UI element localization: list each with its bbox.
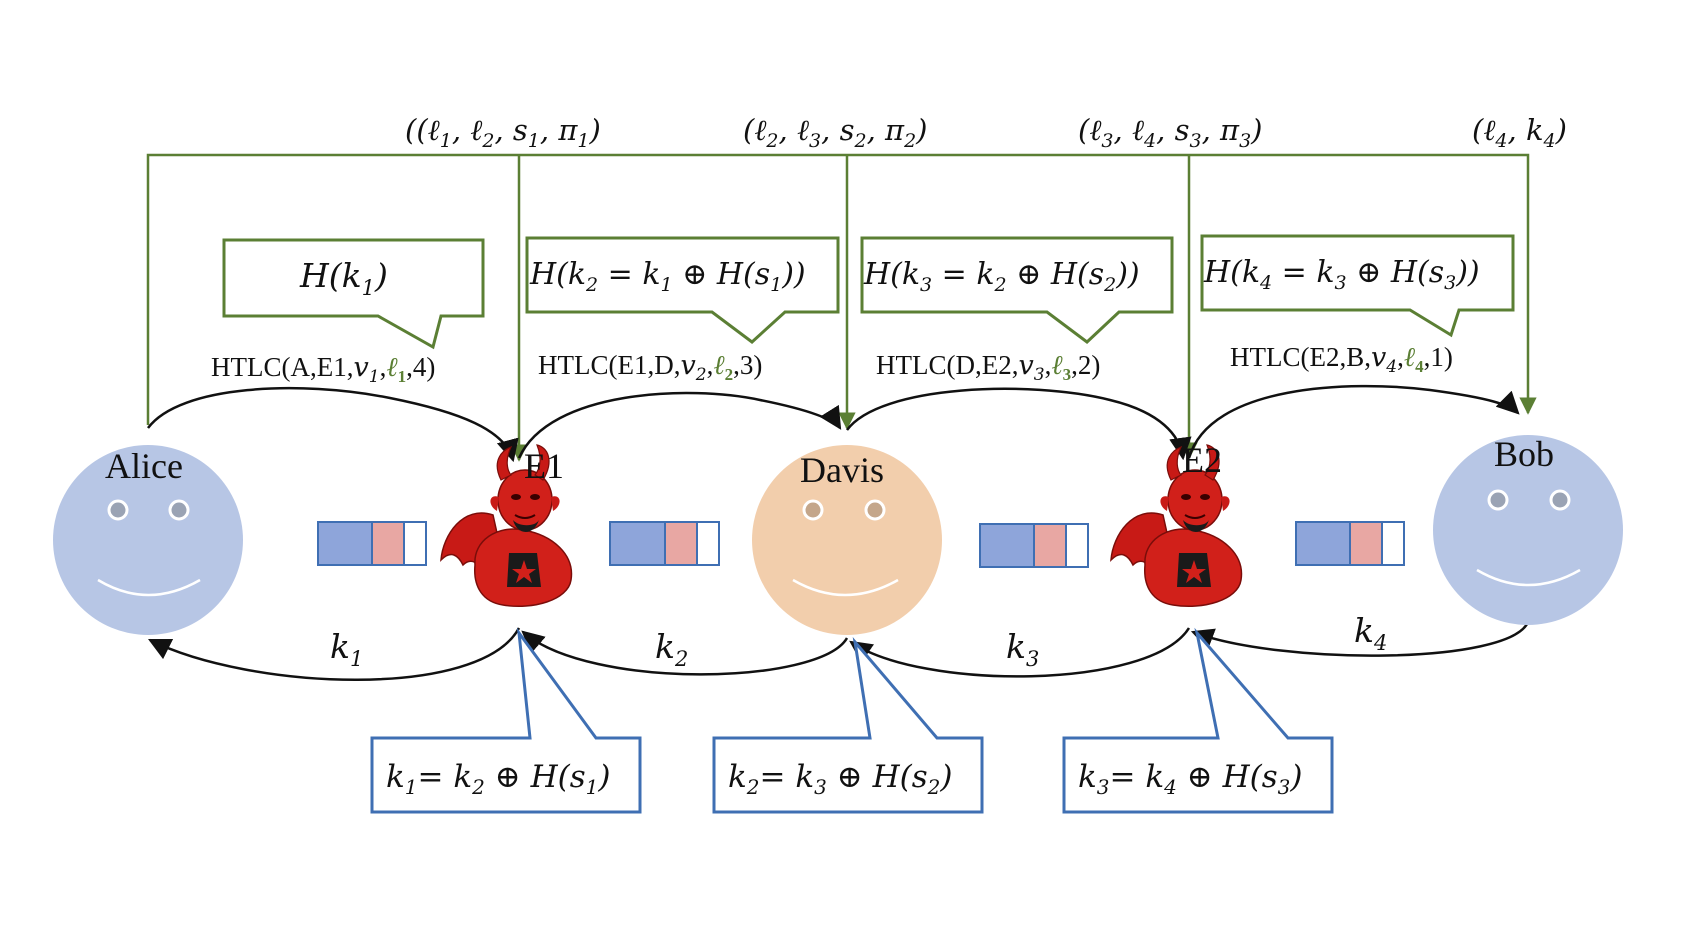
- hash-callout-2-text: H(k2 = k1 ⊕ H(s1)): [529, 257, 806, 296]
- label-davis: Davis: [800, 450, 884, 490]
- onion-message-4: (ℓ4, k4): [1472, 113, 1567, 152]
- green-line-alice-bob: [146, 153, 1537, 425]
- htlc-arc-e2-bob: [1187, 384, 1520, 459]
- label-e1: E1: [524, 446, 564, 486]
- bob-eye-left: [1487, 489, 1509, 511]
- alice-eye-right: [168, 499, 190, 521]
- label-alice: Alice: [105, 446, 183, 486]
- hash-callout-4-box: [1200, 234, 1515, 338]
- return-arc-e2-davis: [849, 627, 1191, 678]
- onion-message-3: (ℓ3, ℓ4, s3, π3): [1078, 113, 1262, 152]
- hash-callout-2-box: [525, 236, 840, 344]
- node-alice: [53, 445, 243, 635]
- return-key-3: k3: [1006, 627, 1039, 671]
- return-arc-davis-e1: [521, 630, 849, 676]
- htlc-arc-alice-e1: [146, 386, 519, 463]
- hash-callout-3-box: [860, 236, 1174, 344]
- key-callout-2-text: k2= k3 ⊕ H(s2): [728, 759, 952, 799]
- hash-callout-1-text: H(k1): [299, 256, 388, 300]
- return-arc-bob-e2: [1190, 621, 1530, 657]
- channel-bar-alice-e1: [317, 521, 427, 566]
- alice-face: [53, 445, 243, 635]
- channel-bar-davis-e2: [979, 523, 1089, 568]
- htlc-label-2: HTLC(E1,D,v2,ℓ2,3): [538, 350, 762, 385]
- label-bob: Bob: [1494, 434, 1554, 474]
- hash-callouts: [222, 234, 1515, 350]
- htlc-arc-davis-e2: [845, 387, 1192, 461]
- davis-eye-right: [864, 499, 886, 521]
- return-key-1: k1: [330, 627, 363, 671]
- htlc-arc-e1-davis: [517, 391, 842, 459]
- key-callout-1-text: k1= k2 ⊕ H(s1): [386, 759, 610, 799]
- return-arc-e1-alice: [147, 627, 521, 681]
- node-davis: [752, 445, 942, 635]
- key-callout-3-box: [1062, 627, 1334, 814]
- key-return-arcs: [147, 621, 1530, 681]
- davis-smile: [792, 578, 899, 597]
- channel-bars: [317, 521, 1405, 568]
- green-forward-onion-routing: [146, 153, 1537, 462]
- alice-eye-left: [107, 499, 129, 521]
- return-key-4: k4: [1354, 611, 1387, 655]
- bob-smile: [1476, 568, 1581, 587]
- channel-bar-e2-bob: [1295, 521, 1405, 566]
- hash-callout-3-text: H(k3 = k2 ⊕ H(s2)): [863, 257, 1140, 296]
- hash-callout-1-box: [222, 238, 485, 350]
- key-callouts: [370, 627, 1334, 814]
- label-e2: E2: [1182, 440, 1222, 480]
- htlc-label-3: HTLC(D,E2,v3,ℓ3,2): [876, 350, 1100, 385]
- return-key-2: k2: [655, 627, 688, 671]
- key-callout-3-text: k3= k4 ⊕ H(s3): [1078, 759, 1302, 799]
- key-callout-1-box: [370, 627, 642, 814]
- bob-eye-right: [1549, 489, 1571, 511]
- htlc-forward-arcs: [146, 384, 1520, 463]
- hash-callout-4-text: H(k4 = k3 ⊕ H(s3)): [1203, 255, 1480, 294]
- alice-smile: [97, 578, 201, 597]
- htlc-label-4: HTLC(E2,B,v4,ℓ4,1): [1230, 342, 1453, 377]
- channel-bar-e1-davis: [609, 521, 720, 566]
- key-callout-2-box: [712, 636, 984, 814]
- davis-face: [752, 445, 942, 635]
- onion-message-1: ((ℓ1, ℓ2, s1, π1): [405, 113, 601, 152]
- onion-message-2: (ℓ2, ℓ3, s2, π2): [743, 113, 927, 152]
- node-bob: [1433, 435, 1623, 625]
- bob-face: [1433, 435, 1623, 625]
- htlc-label-1: HTLC(A,E1,v1,ℓ1,4): [211, 352, 435, 387]
- davis-eye-left: [802, 499, 824, 521]
